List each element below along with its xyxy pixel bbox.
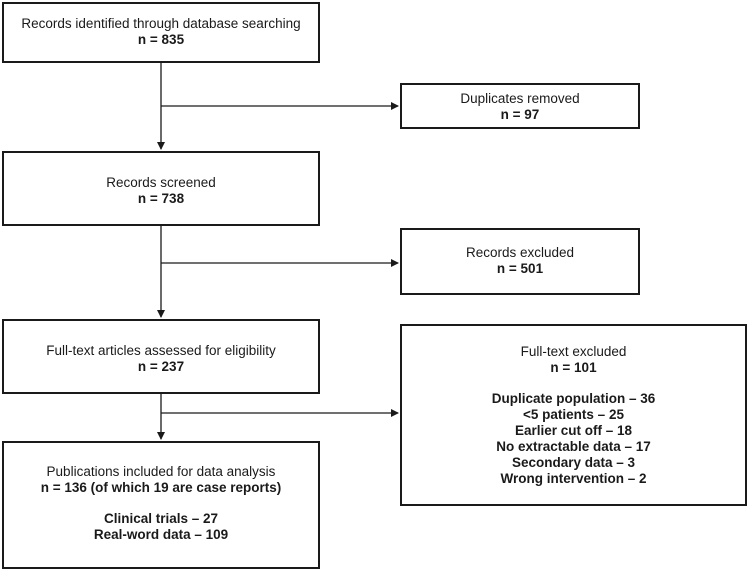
box-records-identified: Records identified through database sear… <box>2 2 320 63</box>
records-excluded-count: n = 501 <box>496 261 544 276</box>
box-records-screened: Records screened n = 738 <box>2 151 320 226</box>
records-screened-label: Records screened <box>106 175 216 190</box>
box-fulltext-assessed: Full-text articles assessed for eligibil… <box>2 319 320 394</box>
fulltext-assessed-label: Full-text articles assessed for eligibil… <box>46 343 276 358</box>
records-screened-count: n = 738 <box>137 191 185 206</box>
records-excluded-label: Records excluded <box>465 245 575 260</box>
box-records-excluded: Records excluded n = 501 <box>400 228 640 295</box>
included-clinical-trials: Clinical trials – 27 <box>103 511 219 526</box>
duplicates-removed-label: Duplicates removed <box>460 91 580 106</box>
fulltext-excluded-label: Full-text excluded <box>520 344 627 359</box>
duplicates-removed-count: n = 97 <box>500 107 540 122</box>
reason-no-extractable-data: No extractable data – 17 <box>496 439 651 454</box>
reason-under-5-patients: <5 patients – 25 <box>523 407 624 422</box>
reason-duplicate-population: Duplicate population – 36 <box>491 391 656 406</box>
publications-included-count: n = 136 (of which 19 are case reports) <box>40 480 282 495</box>
records-identified-count: n = 835 <box>137 32 185 47</box>
box-fulltext-excluded: Full-text excluded n = 101 Duplicate pop… <box>400 324 747 506</box>
reason-wrong-intervention: Wrong intervention – 2 <box>500 471 647 486</box>
box-duplicates-removed: Duplicates removed n = 97 <box>400 83 640 129</box>
fulltext-assessed-count: n = 237 <box>137 359 185 374</box>
reason-secondary-data: Secondary data – 3 <box>511 455 636 470</box>
reason-earlier-cut-off: Earlier cut off – 18 <box>514 423 633 438</box>
fulltext-excluded-count: n = 101 <box>550 360 597 375</box>
box-publications-included: Publications included for data analysis … <box>2 441 320 569</box>
included-real-world-data: Real-word data – 109 <box>93 527 229 542</box>
publications-included-label: Publications included for data analysis <box>46 464 276 479</box>
records-identified-label: Records identified through database sear… <box>21 16 301 31</box>
